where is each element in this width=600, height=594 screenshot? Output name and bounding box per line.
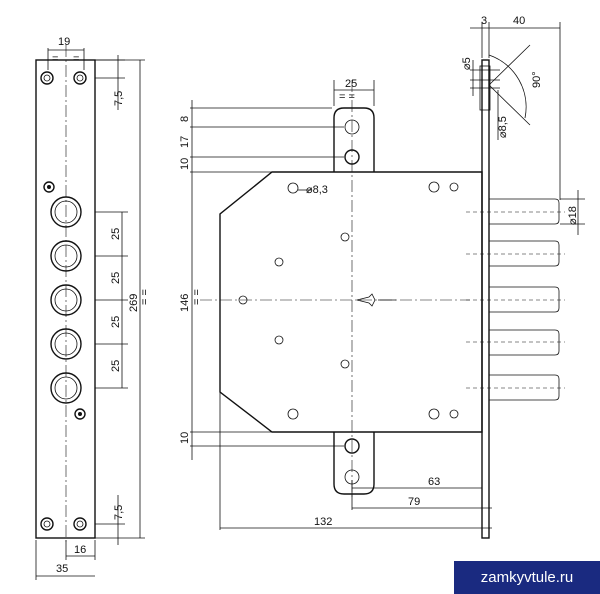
dim-body-height: 146: [179, 294, 191, 312]
dim-plate-thickness: 3: [481, 15, 487, 27]
dim-bolt-pitch-2: 25: [110, 272, 122, 284]
screw-hole-bottom-left: [40, 517, 54, 531]
screw-hole-top-left: [40, 71, 54, 85]
dim-overall-depth: 132: [314, 516, 332, 528]
dim-hole-diameter: ⌀8,3: [306, 184, 328, 196]
dim-hook-bottom-base: 10: [179, 432, 191, 444]
dim-top-offset: 7,5: [113, 91, 125, 106]
dim-bottom-width: 16: [74, 544, 86, 556]
dim-bolt-pitch-1: 25: [110, 228, 122, 240]
dim-hook-gap: 17: [179, 136, 191, 148]
lock-body-view: 25 = = 8 17 10 146 = = 10 ⌀8,3 63 79 132: [179, 78, 492, 530]
svg-text:= =: = =: [139, 289, 151, 305]
extended-bolts: [466, 198, 565, 401]
dim-backset: 63: [428, 476, 440, 488]
screw-hole-top-right: [73, 71, 87, 85]
dim-top-width: 19: [58, 36, 70, 48]
svg-text:= =: = =: [339, 91, 355, 103]
watermark-badge[interactable]: zamkyvtule.ru: [454, 561, 600, 594]
dim-hook-top: 8: [179, 116, 191, 122]
body-holes: [238, 181, 459, 420]
side-plate: [481, 59, 490, 539]
dim-bolt-throw: 40: [513, 15, 525, 27]
dim-bottom-offset: 7,5: [113, 505, 125, 520]
upper-hook: [333, 107, 375, 172]
dim-plate-width: 35: [56, 563, 68, 575]
dim-angle: 90°: [531, 71, 543, 88]
dim-pin-diameter: ⌀5: [461, 57, 473, 70]
dim-screw-diameter: ⌀8,5: [497, 116, 509, 138]
dim-bolt-pitch-4: 25: [110, 360, 122, 372]
screw-hole-bottom-right: [73, 517, 87, 531]
dim-bolt-pitch-3: 25: [110, 316, 122, 328]
bolt-holes: [50, 196, 82, 404]
svg-text:=: =: [52, 53, 58, 65]
front-plate-view: 19 = = 7,5 25 25 25 25 269 = = 7,5 16: [35, 36, 151, 580]
latch-pin-top: [43, 181, 55, 193]
side-view: 3 40 ⌀5 90° ⌀8,5 ⌀18: [461, 15, 585, 539]
lock-body-outline: [219, 171, 483, 433]
front-plate-outline: [35, 59, 96, 539]
lower-hook: [333, 432, 375, 495]
keyhole: [356, 293, 396, 307]
svg-text:= =: = =: [191, 289, 203, 305]
svg-text:=: =: [73, 53, 79, 65]
dim-hook-width: 25: [345, 78, 357, 90]
dim-hook-base: 10: [179, 158, 191, 170]
dim-plate-height: 269: [128, 294, 140, 312]
latch-pin-bottom: [74, 408, 86, 420]
dim-bolt-diameter: ⌀18: [567, 206, 579, 225]
dim-to-plate: 79: [408, 496, 420, 508]
